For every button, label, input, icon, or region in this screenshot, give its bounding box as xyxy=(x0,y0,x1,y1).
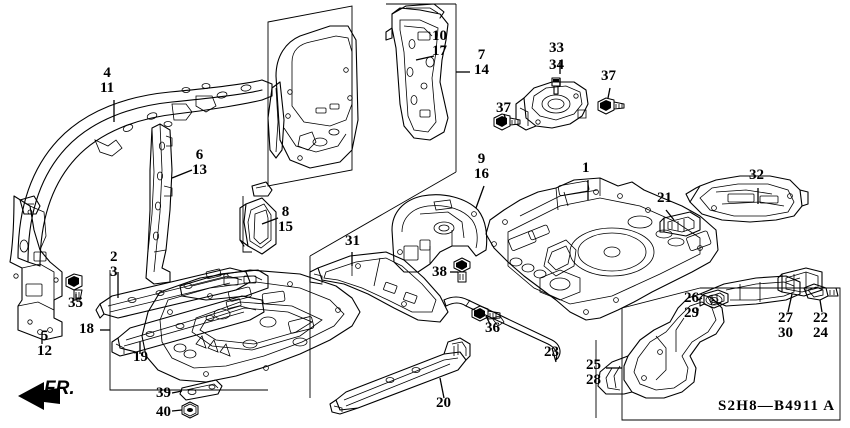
part-front-pillar-5-12 xyxy=(9,195,63,341)
part-wheelhouse-9-16 xyxy=(391,194,488,273)
part-bolt-38 xyxy=(453,257,471,283)
callout-36: 36 xyxy=(485,320,500,336)
callout-1: 1 xyxy=(582,160,590,176)
part-floor-extension-31 xyxy=(309,251,449,323)
callout-39: 39 xyxy=(156,385,171,401)
part-rear-floor-panel-1 xyxy=(485,177,719,321)
part-crossmember-32 xyxy=(685,175,809,223)
group-boundaries xyxy=(109,3,841,421)
part-side-sill-outer-20 xyxy=(329,337,471,415)
part-side-sill-2-3 xyxy=(95,267,251,319)
callout-31: 31 xyxy=(345,233,360,249)
part-plate-39 xyxy=(179,379,223,401)
callout-38: 38 xyxy=(432,264,447,280)
part-rear-pillar-10-17 xyxy=(385,3,449,141)
callout-23: 23 xyxy=(544,344,559,360)
callout-35: 35 xyxy=(68,295,83,311)
part-quarter-panel xyxy=(267,25,359,169)
diagram-code: S2H8—B4911 A xyxy=(718,398,836,414)
callout-37-a: 37 xyxy=(601,68,616,84)
callout-21: 21 xyxy=(657,190,672,206)
callout-40: 40 xyxy=(156,404,171,420)
part-mount-bracket-33-34 xyxy=(515,77,589,131)
part-bracket-22-24 xyxy=(803,283,839,301)
leader-lines xyxy=(41,55,823,412)
callout-18: 18 xyxy=(79,321,94,337)
callout-34: 34 xyxy=(549,57,564,73)
part-bracket-21 xyxy=(659,211,701,237)
part-center-pillar-6-13 xyxy=(145,123,173,285)
part-main-floor-panel xyxy=(141,269,361,383)
callout-37-b: 37 xyxy=(496,100,511,116)
part-rod-23 xyxy=(443,296,561,361)
callout-32: 32 xyxy=(749,167,764,183)
callout-33: 33 xyxy=(549,40,564,56)
callout-19: 19 xyxy=(133,349,148,365)
callout-20: 20 xyxy=(436,395,451,411)
part-roof-side-rail-4-11 xyxy=(17,79,273,267)
part-bolt-37-a xyxy=(597,97,625,115)
part-rear-frame-rail-25-28 xyxy=(597,275,801,399)
front-direction-label: FR. xyxy=(44,378,75,399)
part-sill-reinforcement-19 xyxy=(111,295,265,357)
part-small-frame-8-15 xyxy=(239,181,277,255)
front-direction-arrow xyxy=(18,382,60,410)
part-nut-40 xyxy=(181,401,199,419)
